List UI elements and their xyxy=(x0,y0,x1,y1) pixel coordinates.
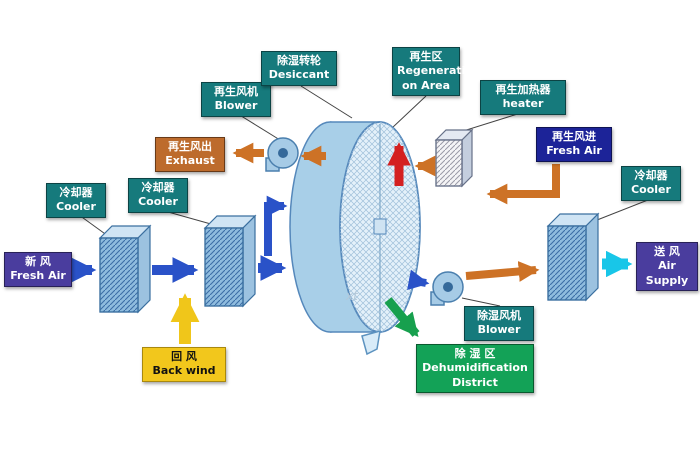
cooler-unit-right xyxy=(546,212,600,302)
cooler-unit-left xyxy=(98,224,152,314)
regen-area-label: 再生区 Regenerati on Area xyxy=(392,47,465,96)
regen-heater-label: 再生加热器 heater xyxy=(480,80,566,115)
dehum-district-arrow xyxy=(384,297,420,338)
regen-blower-label: 再生风机 Blower xyxy=(201,82,271,117)
regen-fresh-air-label: 再生风进 Fresh Air xyxy=(536,127,612,162)
desiccant-wheel-label: 除湿转轮 Desiccant xyxy=(261,51,337,86)
cooler-unit-middle xyxy=(203,214,257,308)
label-connector-lines xyxy=(78,85,654,307)
watermark-text: xt xyxy=(345,289,359,303)
dehum-blower-fan xyxy=(430,271,464,306)
cooler-right-label: 冷却器 Cooler xyxy=(621,166,681,201)
air-supply-label: 送 风 Air Supply xyxy=(636,242,698,291)
exhaust-label: 再生风出 Exhaust xyxy=(155,137,225,172)
regen-blower-fan xyxy=(265,137,299,172)
heater-unit xyxy=(434,128,474,188)
fresh-air-in-label: 新 风 Fresh Air xyxy=(4,252,72,287)
supply-flow-arrows xyxy=(70,195,430,291)
cooler-middle-label: 冷却器 Cooler xyxy=(128,178,188,213)
back-wind-label: 回 风 Back wind xyxy=(142,347,226,382)
dehum-district-label: 除 湿 区 Dehumidification District xyxy=(416,344,534,393)
dehum-blower-label: 除湿风机 Blower xyxy=(464,306,534,341)
regen-flow-arrows xyxy=(232,142,560,282)
ribbon-decoration xyxy=(361,329,381,356)
cooler-left-label: 冷却器 Cooler xyxy=(46,183,106,218)
